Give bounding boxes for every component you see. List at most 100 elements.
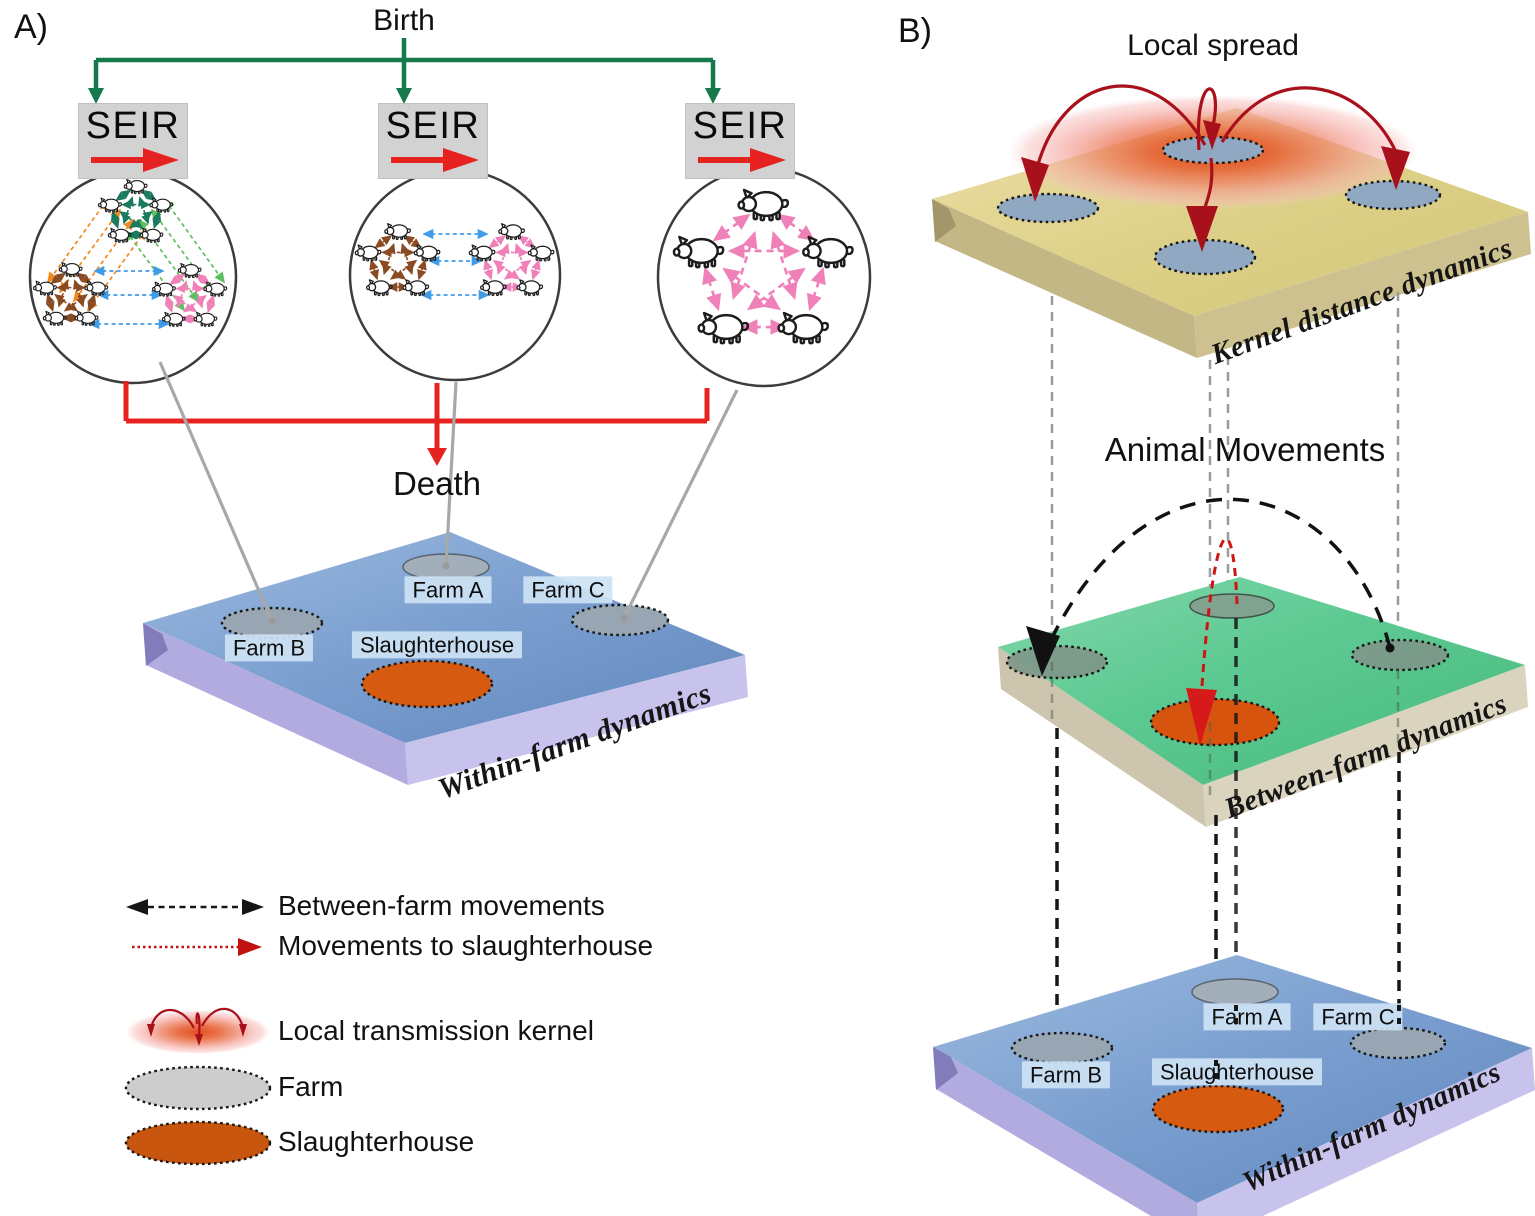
pig-link-arrow — [514, 242, 528, 276]
legend-swatches — [124, 899, 272, 1166]
pig-link-arrow — [169, 273, 186, 286]
pig-link-arrow — [54, 294, 79, 312]
through-plane-droplines — [1050, 662, 1400, 800]
legend-slaughterhouse-label: Slaughterhouse — [278, 1126, 475, 1157]
farm-b-label-b: Farm B — [1021, 1061, 1111, 1089]
slaughterhouse-ellipse-b — [1151, 1084, 1285, 1134]
movement-to-slaughterhouse-arrow — [1186, 537, 1239, 746]
plane-b-front-left-face — [933, 1047, 1198, 1216]
death-connector — [123, 381, 710, 466]
pig-link-arrow — [119, 211, 144, 229]
herd-circles — [28, 166, 872, 388]
pig-link-arrow — [496, 242, 510, 276]
dropline-over-farm-c-label — [1397, 1005, 1401, 1030]
pig-link-arrow — [378, 259, 407, 280]
legend-between-farm-label: Between-farm movements — [278, 890, 605, 921]
plane-a-corner-face — [143, 623, 168, 666]
dropline-over-farm-a-label — [1234, 1005, 1238, 1030]
pig-link-arrow — [110, 210, 120, 230]
plane-b-front-right-face — [1197, 1048, 1535, 1216]
farm-a-ellipse-b — [1191, 978, 1279, 1006]
plane-between-top-face — [998, 577, 1525, 785]
pig-link-arrow — [400, 242, 414, 276]
pig-link-arrow — [115, 189, 132, 202]
between-farm-a-ellipse — [1189, 593, 1275, 619]
death-label: Death — [392, 465, 482, 503]
between-farm-movement-arrow — [1026, 497, 1395, 676]
pig-link-arrow — [164, 294, 174, 314]
seir-arrow-icon — [698, 148, 786, 172]
pig-link-arrow — [483, 259, 493, 281]
kernel-distance-plane — [932, 84, 1531, 358]
pig-link-arrow — [369, 259, 379, 281]
kernel-farm-right — [1344, 179, 1442, 211]
pig-link-arrow — [45, 293, 55, 313]
birth-arrowhead-left — [88, 88, 104, 104]
farm-b-label-a: Farm B — [224, 634, 314, 662]
farm-c-label-a: Farm C — [523, 576, 613, 604]
pig-link-arrow — [488, 235, 507, 249]
animal-movements-label: Animal Movements — [1104, 431, 1386, 469]
pig-link-arrow — [806, 266, 826, 312]
pig-network-layer — [33, 178, 854, 345]
kernel-to-between-droplines — [1050, 292, 1400, 700]
farm-b-ellipse-b — [1010, 1031, 1114, 1065]
pig-link-arrow — [777, 213, 816, 242]
birth-connector — [88, 38, 721, 104]
slaughterhouse-label-b: Slaughterhouse — [1151, 1058, 1323, 1086]
local-spread-label: Local spread — [1127, 28, 1299, 62]
seir-label-2: SEIR — [385, 105, 481, 147]
birth-arrowhead-middle — [396, 88, 412, 104]
pig-link-arrow — [492, 259, 521, 280]
between-farm-b-ellipse — [1005, 644, 1109, 680]
plane-between-front-right-face — [1203, 665, 1528, 827]
seir-box-3: SEIR — [686, 104, 794, 178]
between-slaughterhouse-ellipse — [1149, 697, 1281, 747]
plane-between-front-left-face — [998, 647, 1206, 827]
seir-label-1: SEIR — [85, 105, 181, 147]
pig-link-arrow — [702, 266, 722, 312]
panel-b-label: B) — [898, 12, 932, 50]
plane-a-front-right-face — [405, 655, 748, 785]
pig-link-arrow — [417, 259, 427, 281]
farm-c-ellipse-b — [1349, 1026, 1447, 1060]
plane-kernel-front-right-face — [1194, 212, 1531, 358]
legend-kernel-swatch — [126, 1007, 270, 1054]
plane-kernel-corner-face — [932, 199, 956, 242]
birth-arrowhead-right — [705, 88, 721, 104]
local-spread-arrows — [1021, 84, 1410, 252]
pig-link-arrow — [206, 294, 216, 314]
circle-to-farm-links — [158, 361, 739, 625]
pig-link-arrow — [87, 293, 97, 313]
legend-slaughterhouse-arrow — [132, 938, 262, 956]
herd-circle-2 — [348, 168, 562, 382]
death-arrowhead — [427, 448, 447, 466]
pig-link-arrow — [712, 213, 751, 242]
legend-kernel-label: Local transmission kernel — [278, 1015, 594, 1046]
pig-link-arrow — [50, 272, 67, 285]
birth-label: Birth — [373, 3, 435, 37]
plane-kernel-front-left-face — [932, 199, 1197, 358]
plane-a-front-left-face — [143, 623, 408, 785]
between-farm-plane — [998, 497, 1528, 827]
kernel-farm-bottom — [1153, 238, 1257, 276]
farm-c-ellipse-a — [570, 603, 670, 637]
seir-box-1: SEIR — [79, 104, 187, 178]
farm-a-label-a: Farm A — [404, 576, 492, 604]
pig-link-arrow — [173, 295, 198, 313]
herd-circle-1 — [28, 169, 238, 385]
panel-a-label: A) — [14, 8, 48, 46]
between-farm-c-ellipse — [1350, 638, 1450, 672]
pig-link-arrow — [374, 235, 393, 249]
seir-label-3: SEIR — [692, 105, 788, 147]
pig-link-arrow — [531, 259, 541, 281]
slaughterhouse-label-a: Slaughterhouse — [351, 631, 523, 659]
seir-box-2: SEIR — [379, 104, 487, 178]
legend-slaughterhouse-swatch — [124, 1120, 272, 1166]
legend-movements-label: Movements to slaughterhouse — [278, 930, 654, 961]
slaughterhouse-ellipse-a — [360, 659, 494, 709]
farm-a-label-b: Farm A — [1203, 1003, 1291, 1031]
dropline-over-slaughterhouse-label — [1214, 1060, 1218, 1085]
